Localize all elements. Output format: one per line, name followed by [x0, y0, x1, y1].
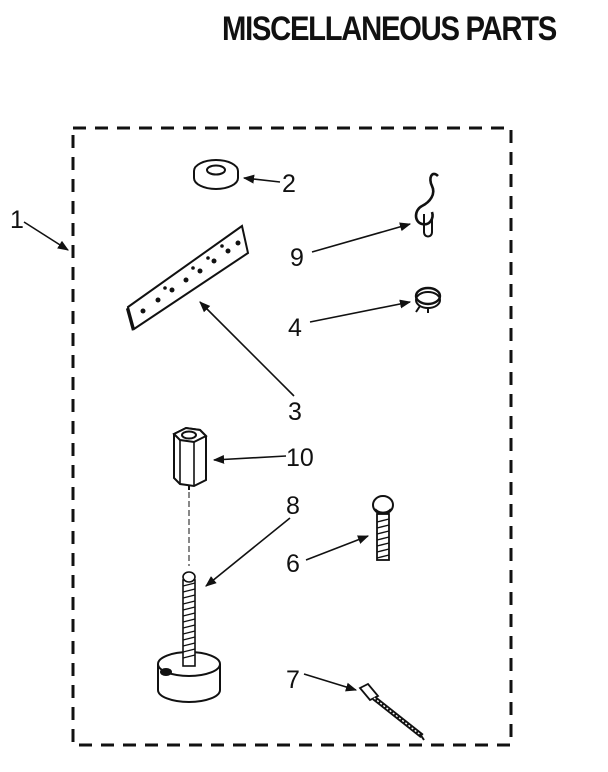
- callout-bracket-label: 3: [288, 398, 302, 426]
- callout-leveling-leg: 8: [205, 492, 300, 587]
- callout-kit-label: 1: [10, 206, 24, 234]
- callout-bracket: 3: [199, 301, 302, 426]
- callout-bolt: 6: [286, 535, 370, 578]
- bolt-part: [372, 495, 394, 561]
- clamp-part: [414, 286, 442, 313]
- coupling-nut-part: [172, 426, 208, 490]
- callout-kit: 1: [10, 206, 69, 251]
- callout-clamp-label: 4: [288, 314, 302, 342]
- callout-cable-tie: 7: [286, 666, 358, 694]
- callout-washer: 2: [242, 170, 296, 198]
- page-title: MISCELLANEOUS PARTS: [222, 10, 557, 48]
- callout-hook-label: 9: [290, 244, 304, 272]
- callout-clamp: 4: [288, 299, 412, 342]
- callout-leveling-leg-label: 8: [286, 492, 300, 520]
- callout-coupling-nut: 10: [212, 444, 314, 472]
- cable-tie-part: [358, 682, 425, 741]
- callout-coupling-nut-label: 10: [286, 444, 314, 472]
- kit-boundary: [71, 126, 513, 747]
- callout-washer-label: 2: [282, 170, 296, 198]
- bracket-part: [126, 224, 250, 331]
- hook-part: [414, 172, 439, 238]
- callout-cable-tie-label: 7: [286, 666, 300, 694]
- callout-bolt-label: 6: [286, 550, 300, 578]
- callout-hook: 9: [290, 222, 412, 272]
- washer-part: [193, 159, 239, 190]
- leveling-leg-part: [157, 571, 221, 703]
